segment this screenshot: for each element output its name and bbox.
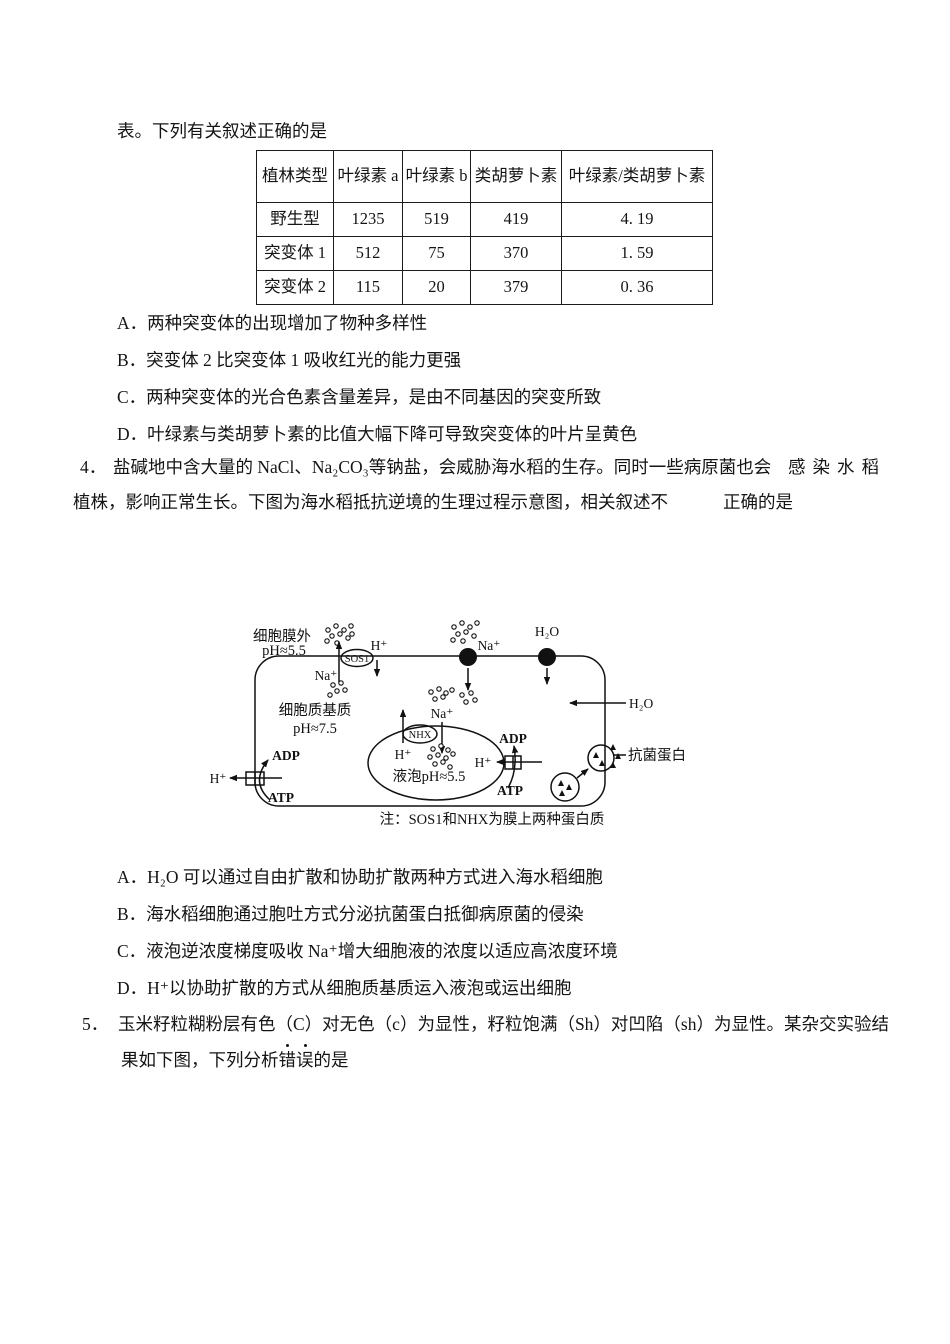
- q3-stem-tail: 表。下列有关叙述正确的是: [117, 121, 327, 141]
- col-header-carotenoid: 类胡萝卜素: [470, 150, 562, 203]
- secretory-vesicle: [550, 772, 580, 802]
- q5-line2-emphasis: 错误: [278, 1044, 314, 1070]
- cell-type: 突变体 1: [256, 236, 334, 271]
- cell-carotenoid: 419: [470, 202, 562, 237]
- vesicle-to-membrane-arrow: [576, 768, 589, 779]
- cell-chl-a: 115: [333, 270, 403, 305]
- adp-right-label: ADP: [499, 731, 527, 746]
- cell-chl-a: 1235: [333, 202, 403, 237]
- na-ions-in-vacuole: [427, 743, 456, 770]
- na-channel-protein: [459, 648, 477, 666]
- h2o-right-label: H₂O: [629, 696, 653, 711]
- q3-option-d: D．叶绿素与类胡萝卜素的比值大幅下降可导致突变体的叶片呈黄色: [117, 424, 638, 444]
- adp-left-label: ADP: [272, 748, 300, 763]
- cell-ratio: 4. 19: [561, 202, 713, 237]
- aquaporin-protein: [538, 648, 556, 666]
- q4-line1-spaced: 感染水稻: [788, 457, 886, 477]
- atp-adp-arrow-left: [258, 759, 271, 801]
- fusing-vesicle: [587, 744, 615, 772]
- cell-type: 野生型: [256, 202, 334, 237]
- cell-membrane: [254, 655, 606, 807]
- col-header-plant-type: 植林类型: [256, 150, 334, 203]
- cell-chl-a: 512: [333, 236, 403, 271]
- q4-line1: 盐碱地中含大量的 NaCl、Na₂CO₃等钠盐，会威胁海水稻的生存。同时一些病原…: [113, 457, 772, 477]
- na-nhx-label: Na⁺: [431, 706, 454, 721]
- q4-option-b: B．海水稻细胞通过胞吐方式分泌抗菌蛋白抵御病原菌的侵染: [117, 904, 584, 924]
- h-pump-left-label: H⁺: [210, 771, 227, 786]
- q5-line1: 玉米籽粒糊粉层有色（C）对无色（c）为显性，籽粒饱满（Sh）对凹陷（sh）为显性…: [118, 1014, 889, 1034]
- cell-chl-b: 519: [402, 202, 471, 237]
- q5-number: 5．: [82, 1014, 109, 1034]
- q5-line2: 果如下图，下列分析错误的是: [121, 1044, 349, 1071]
- table-header-row: 植林类型 叶绿素 a 叶绿素 b 类胡萝卜素 叶绿素/类胡萝卜素: [256, 150, 713, 203]
- h2o-top-label: H₂O: [535, 624, 559, 639]
- table-row: 野生型 1235 519 419 4. 19: [256, 202, 713, 237]
- q5-line2-pre: 果如下图，下列分析: [121, 1050, 279, 1070]
- vacuole: [367, 725, 505, 801]
- q4-option-c: C．液泡逆浓度梯度吸收 Na⁺增大细胞液的浓度以适应高浓度环境: [117, 941, 618, 961]
- q5-line2-post: 的是: [313, 1050, 349, 1070]
- sea-rice-cell-diagram: 细胞膜外 pH≈5.5 SOS1 Na⁺ H⁺ Na: [210, 620, 686, 828]
- col-header-chl-a: 叶绿素 a: [333, 150, 403, 203]
- na-ions-outside: [324, 623, 355, 646]
- q3-option-b: B．突变体 2 比突变体 1 吸收红光的能力更强: [117, 350, 462, 370]
- atp-adp-arrow-right: [507, 745, 519, 789]
- na-channel-label: Na⁺: [478, 638, 501, 653]
- q4-option-a: A．H₂O 可以通过自由扩散和协助扩散两种方式进入海水稻细胞: [117, 867, 603, 887]
- na-label-inside: Na⁺: [315, 668, 338, 683]
- outside-label-1: 细胞膜外: [253, 628, 311, 645]
- cell-carotenoid: 379: [470, 270, 562, 305]
- na-ions-near-nhx: [428, 686, 455, 702]
- cell-chl-b: 75: [402, 236, 471, 271]
- vacuole-ph-label: 液泡pH≈5.5: [393, 768, 466, 785]
- protein-triangles-vesicle: [558, 780, 572, 796]
- nhx-protein: [402, 724, 438, 744]
- nhx-label: NHX: [409, 730, 432, 741]
- sos1-protein: [340, 648, 374, 668]
- na-ions-below-channel: [459, 690, 478, 705]
- h-in-label: H⁺: [371, 638, 388, 653]
- table-row: 突变体 2 115 20 379 0. 36: [256, 270, 713, 305]
- diagram-note: 注：SOS1和NHX为膜上两种蛋白质: [380, 811, 605, 828]
- na-ions-above-channel: [450, 620, 480, 644]
- sos1-label: SOS1: [345, 654, 370, 665]
- cell-chl-b: 20: [402, 270, 471, 305]
- protein-triangles-fusing: [593, 744, 621, 768]
- q4-line2-tail: 正确的是: [723, 492, 793, 512]
- cell-ratio: 0. 36: [561, 270, 713, 305]
- cell-carotenoid: 370: [470, 236, 562, 271]
- atp-right-label: ATP: [497, 783, 523, 798]
- pigment-table: 植林类型 叶绿素 a 叶绿素 b 类胡萝卜素 叶绿素/类胡萝卜素 野生型 123…: [256, 150, 713, 305]
- q3-option-c: C．两种突变体的光合色素含量差异，是由不同基因的突变所致: [117, 387, 602, 407]
- col-header-ratio: 叶绿素/类胡萝卜素: [561, 150, 713, 203]
- q4-option-d: D．H⁺以协助扩散的方式从细胞质基质运入液泡或运出细胞: [117, 978, 572, 998]
- cytoplasm-label-2: pH≈7.5: [293, 721, 337, 737]
- atp-left-label: ATP: [268, 790, 294, 805]
- q4-number: 4．: [80, 457, 107, 477]
- cell-type: 突变体 2: [256, 270, 334, 305]
- cytoplasm-label-1: 细胞质基质: [279, 702, 352, 719]
- outside-label-2: pH≈5.5: [262, 643, 306, 659]
- cell-ratio: 1. 59: [561, 236, 713, 271]
- table-row: 突变体 1 512 75 370 1. 59: [256, 236, 713, 271]
- na-ions-inside: [327, 680, 348, 698]
- q3-option-a: A．两种突变体的出现增加了物种多样性: [117, 313, 428, 333]
- q4-line2: 植株，影响正常生长。下图为海水稻抵抗逆境的生理过程示意图，相关叙述不: [73, 492, 668, 512]
- h-pump-right-label: H⁺: [475, 755, 492, 770]
- antibacterial-label: 抗菌蛋白: [628, 747, 686, 764]
- col-header-chl-b: 叶绿素 b: [402, 150, 471, 203]
- h-vacuole-label: H⁺: [395, 747, 412, 762]
